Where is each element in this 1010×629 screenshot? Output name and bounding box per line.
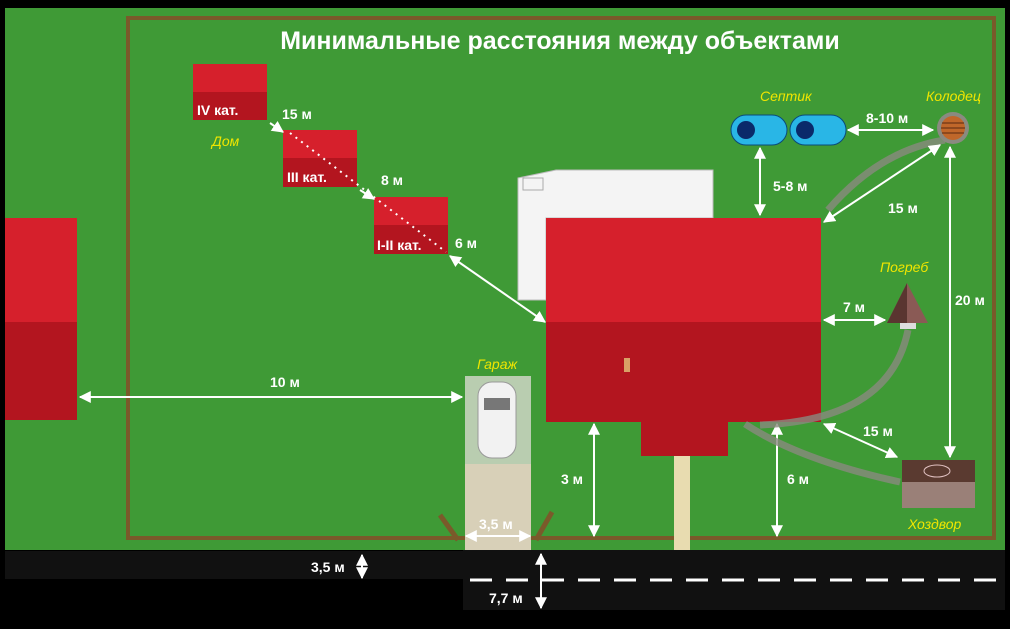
arrow-15m-yard: [822, 422, 899, 459]
dist-label: 7 м: [843, 299, 865, 315]
car-icon: [477, 381, 517, 459]
arrow-15m-well: [823, 144, 941, 223]
dist-label: 5-8 м: [773, 178, 807, 194]
house-cat4: IV кат.: [193, 64, 267, 120]
dist-label: 6 м: [455, 235, 477, 251]
dist-label: 3 м: [561, 471, 583, 487]
dist-label: 20 м: [955, 292, 985, 308]
well-icon: [937, 112, 969, 144]
garage-label: Гараж: [477, 356, 519, 372]
plot-fence: [126, 16, 996, 540]
dist-label: 15 м: [863, 423, 893, 439]
cellar-label: Погреб: [880, 259, 929, 275]
house-cat4-label: IV кат.: [197, 102, 238, 118]
septic-label: Септик: [760, 88, 813, 104]
side-road: [5, 551, 465, 579]
arrow-6m: [449, 255, 546, 323]
dist-label: 3,5 м: [479, 516, 513, 532]
dist-label: 8 м: [381, 172, 403, 188]
well-label: Колодец: [926, 88, 981, 104]
house-cat3-label: III кат.: [287, 169, 327, 185]
dist-label: 15 м: [888, 200, 918, 216]
house-label: Дом: [210, 133, 240, 149]
neighbor-house: [5, 218, 77, 420]
house-cat12: I-II кат.: [374, 197, 448, 254]
dist-label: 15 м: [282, 106, 312, 122]
pig-icon: [923, 464, 951, 478]
cellar-icon: [887, 283, 928, 329]
yard-label: Хоздвор: [907, 516, 962, 532]
house-cat3: III кат.: [283, 130, 357, 187]
footpath: [674, 456, 690, 550]
dist-label: 7,7 м: [489, 590, 523, 606]
dist-label: 10 м: [270, 374, 300, 390]
septic-tanks: [730, 114, 847, 146]
main-house: [517, 169, 821, 456]
dist-label: 3,5 м: [311, 559, 345, 575]
dist-label: 8-10 м: [866, 110, 908, 126]
page-title: Минимальные расстояния между объектами: [280, 27, 840, 55]
dist-label: 6 м: [787, 471, 809, 487]
house-cat12-label: I-II кат.: [377, 237, 422, 253]
yard-icon: [902, 460, 975, 508]
